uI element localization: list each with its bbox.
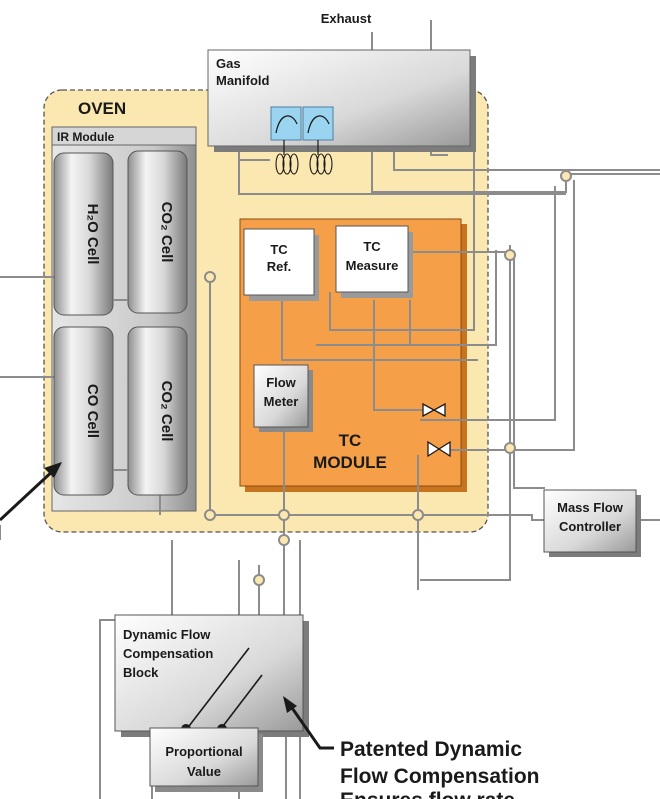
h2o-cell: H₂O Cell [53, 152, 114, 316]
valve-lower [427, 440, 451, 458]
tc-measure-label-line1: TC [363, 239, 381, 254]
dfc-block [114, 614, 304, 732]
tc-ref-label-line2: Ref. [267, 259, 292, 274]
flow-meter-label-line2: Meter [264, 394, 299, 409]
ir-module-label: IR Module [57, 130, 115, 144]
co2-cell-bottom: CO₂ Cell [127, 326, 188, 496]
valve-upper [422, 402, 446, 418]
tc-measure-box [335, 225, 409, 293]
manifold-valve-right [302, 106, 334, 141]
tc-ref-box [243, 228, 315, 296]
tc-module-label-line1: TC [339, 431, 362, 450]
prop-valve-label-line1: Proportional [165, 744, 242, 759]
co2-cell-top-label: CO₂ Cell [158, 202, 175, 263]
tc-ref-label-line1: TC [270, 242, 288, 257]
co2-cell-bottom-label: CO₂ Cell [158, 381, 175, 442]
callout-arrow-ir [0, 462, 62, 522]
gas-manifold [207, 49, 471, 147]
dfc-label-line1: Dynamic Flow [123, 627, 211, 642]
flow-meter-box [253, 364, 309, 428]
co2-cell-top: CO₂ Cell [127, 150, 188, 314]
mass-flow-label-line2: Controller [559, 519, 621, 534]
exhaust-label: Exhaust [321, 11, 372, 26]
gas-manifold-label-line2: Manifold [216, 73, 269, 88]
mass-flow-label-line1: Mass Flow [557, 500, 624, 515]
oven-label: OVEN [78, 99, 126, 118]
callout-line3: Ensures flow rate [340, 789, 515, 799]
h2o-cell-label: H₂O Cell [84, 204, 101, 265]
tc-module-label-line2: MODULE [313, 453, 387, 472]
co-cell-label: CO Cell [84, 384, 101, 438]
flow-meter-label-line1: Flow [266, 375, 296, 390]
tc-measure-label-line2: Measure [346, 258, 399, 273]
prop-valve-label-line2: Value [187, 764, 221, 779]
callout-line1: Patented Dynamic [340, 738, 522, 761]
dfc-label-line3: Block [123, 665, 159, 680]
mass-flow-controller [543, 489, 637, 553]
manifold-valve-left [270, 106, 302, 141]
proportional-valve [149, 727, 259, 787]
manifold-coils [275, 153, 333, 175]
co-cell: CO Cell [53, 326, 114, 496]
callout-arrow-dfc [283, 696, 334, 750]
callout-line2: Flow Compensation [340, 765, 540, 788]
gas-manifold-label-line1: Gas [216, 56, 241, 71]
dfc-label-line2: Compensation [123, 646, 213, 661]
